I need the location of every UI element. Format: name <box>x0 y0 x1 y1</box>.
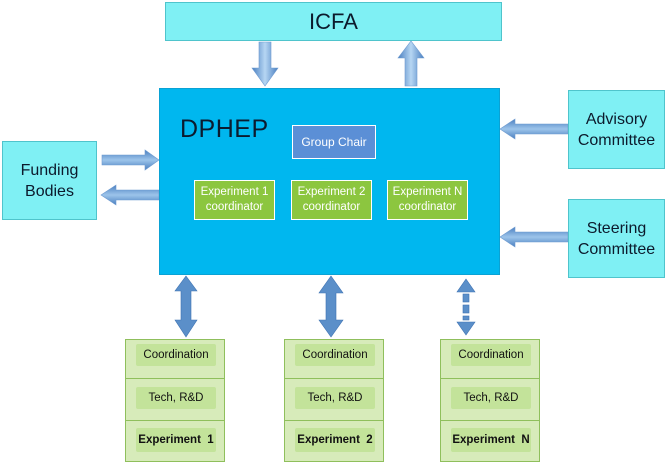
funding-bodies-box: Funding Bodies <box>2 141 97 220</box>
arrow-dphep-experiment-1 <box>174 275 198 338</box>
experiment-2-coordinator-box: Experiment 2 coordinator <box>291 180 372 220</box>
steering-committee-box: Steering Committee <box>568 199 665 278</box>
group-chair-box: Group Chair <box>292 125 376 159</box>
tech-label: Tech, R&D <box>295 387 375 409</box>
dphep-title: DPHEP <box>180 115 269 143</box>
arrow-steering-to-dphep <box>499 226 569 248</box>
experiment-n-stack: Coordination Tech, R&D Experiment N <box>440 339 540 462</box>
tech-label: Tech, R&D <box>451 387 531 409</box>
group-chair-label: Group Chair <box>301 135 367 149</box>
arrow-advisory-to-dphep <box>499 118 569 140</box>
arrow-dphep-to-funding <box>100 184 160 206</box>
advisory-committee-box: Advisory Committee <box>568 90 665 169</box>
advisory-committee-label: Advisory Committee <box>577 110 656 149</box>
arrow-icfa-to-dphep <box>251 41 279 87</box>
icfa-label: ICFA <box>309 8 358 34</box>
coordination-row <box>285 340 383 379</box>
arrow-funding-to-dphep <box>101 149 160 171</box>
tech-row <box>126 379 224 421</box>
experiment-1-coordinator-box: Experiment 1 coordinator <box>194 180 275 220</box>
experiment-n-coordinator-box: Experiment N coordinator <box>387 180 468 220</box>
steering-committee-label: Steering Committee <box>577 219 656 258</box>
experiment-2-stack: Coordination Tech, R&D Experiment 2 <box>284 339 384 462</box>
coordination-label: Coordination <box>451 344 531 366</box>
funding-bodies-label: Funding Bodies <box>20 161 79 200</box>
arrow-dphep-experiment-n <box>456 278 476 336</box>
icfa-box: ICFA <box>165 2 502 41</box>
coordination-row <box>126 340 224 379</box>
coordination-label: Coordination <box>136 344 216 366</box>
tech-row <box>441 379 539 421</box>
experiment-1-stack: Coordination Tech, R&D Experiment 1 <box>125 339 225 462</box>
coordination-row <box>441 340 539 379</box>
coordination-label: Coordination <box>295 344 375 366</box>
tech-label: Tech, R&D <box>136 387 216 409</box>
arrow-dphep-experiment-2 <box>318 275 344 338</box>
experiment-name: Experiment 1 <box>136 428 216 452</box>
experiment-name: Experiment 2 <box>295 428 375 452</box>
experiment-name: Experiment N <box>451 428 531 452</box>
tech-row <box>285 379 383 421</box>
arrow-dphep-to-icfa <box>397 40 425 87</box>
